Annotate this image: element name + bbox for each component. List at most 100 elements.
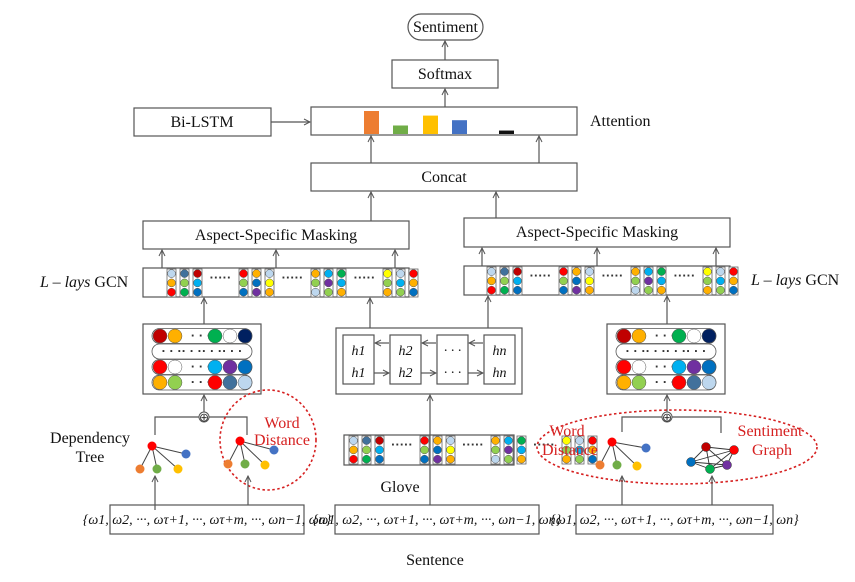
word-distance-right-label-2: Distance bbox=[542, 442, 598, 459]
sentence-input-left-text: {ω1, ω2, ···, ωτ+1, ···, ωτ+m, ···, ωn−1… bbox=[83, 513, 332, 528]
word-distance-right-label-1: Word bbox=[549, 423, 584, 440]
embedding-unit bbox=[631, 276, 640, 286]
embedding-unit bbox=[396, 269, 405, 278]
attention-bar-1 bbox=[364, 111, 379, 134]
matrix-ellipsis: · · · bbox=[655, 359, 675, 374]
embedding-unit bbox=[562, 436, 571, 445]
embedding-unit bbox=[513, 276, 522, 286]
matrix-cell bbox=[686, 375, 702, 390]
embedding-unit bbox=[409, 269, 418, 278]
matrix-cell bbox=[616, 359, 632, 375]
embedding-unit bbox=[337, 278, 346, 288]
embedding-unit bbox=[644, 285, 653, 295]
embedding-unit bbox=[729, 276, 738, 286]
embedding-unit bbox=[575, 436, 584, 445]
embedding-unit bbox=[265, 287, 274, 297]
bilstm-box: Bi-LSTM bbox=[133, 107, 272, 137]
embedding-unit bbox=[517, 454, 526, 464]
attention-bar-2 bbox=[393, 125, 408, 134]
word-distance-left-graph bbox=[223, 436, 279, 470]
tree-leaf-node bbox=[223, 459, 233, 469]
embedding-unit bbox=[716, 285, 725, 295]
embedding-unit bbox=[504, 454, 513, 464]
embedding-unit bbox=[517, 436, 526, 445]
embedding-unit bbox=[337, 287, 346, 297]
embedding-unit bbox=[383, 278, 392, 288]
embedding-unit bbox=[375, 454, 384, 464]
embedding-unit bbox=[729, 267, 738, 276]
hidden-backward: · · · bbox=[444, 366, 462, 381]
embedding-unit bbox=[491, 436, 500, 445]
hidden-cell-box bbox=[342, 334, 375, 385]
attention-bar-4 bbox=[452, 120, 467, 134]
embedding-unit bbox=[657, 267, 666, 276]
embedding-unit bbox=[517, 445, 526, 455]
dependency-tree-label-1: Dependency bbox=[50, 430, 130, 447]
embedding-unit bbox=[703, 276, 712, 286]
embedding-unit bbox=[716, 267, 725, 276]
matrix-cell bbox=[222, 328, 238, 344]
embedding-unit bbox=[631, 267, 640, 276]
gcn-left-label-normal: GCN bbox=[90, 274, 128, 291]
gcn-left-embeddings: ··············· bbox=[166, 268, 419, 298]
matrix-ellipsis: · · · bbox=[191, 375, 211, 390]
sentence-input-right-text: {ω1, ω2, ···, ωτ+1, ···, ωτ+m, ···, ωn−1… bbox=[550, 513, 799, 528]
dependency-tree-label-2: Tree bbox=[76, 449, 105, 466]
hidden-cell-box bbox=[389, 334, 422, 385]
embedding-unit bbox=[491, 445, 500, 455]
embedding-unit bbox=[588, 445, 597, 455]
embedding-unit bbox=[420, 436, 429, 445]
tree-root-node bbox=[235, 436, 245, 446]
embedding-unit bbox=[588, 436, 597, 445]
embedding-unit bbox=[349, 436, 358, 445]
attention-box bbox=[310, 106, 578, 136]
gcn-right-label-normal: GCN bbox=[801, 272, 839, 289]
sentiment-graph bbox=[686, 442, 739, 474]
embedding-unit bbox=[324, 278, 333, 288]
graph-node bbox=[701, 442, 711, 452]
embedding-unit bbox=[631, 285, 640, 295]
gcn-right-label-italic: L – lays bbox=[750, 272, 801, 289]
embedding-unit bbox=[324, 269, 333, 278]
matrix-ellipsis: · · · bbox=[191, 328, 211, 343]
matrix-row-dots: · · ·· · ·· · ·· · · bbox=[626, 344, 707, 359]
embedding-unit bbox=[500, 267, 509, 276]
hidden-forward: h2 bbox=[399, 344, 413, 359]
embedding-unit bbox=[396, 278, 405, 288]
tree-leaf-node bbox=[641, 443, 651, 453]
embedding-unit bbox=[487, 267, 496, 276]
tree-leaf-node bbox=[269, 445, 279, 455]
tree-leaf-node bbox=[181, 449, 191, 459]
embedding-unit bbox=[657, 276, 666, 286]
ellipsis-dots: ····· bbox=[674, 268, 696, 283]
embedding-unit bbox=[193, 269, 202, 278]
ellipsis-dots: ····· bbox=[530, 268, 552, 283]
concat-box: Concat bbox=[310, 162, 578, 192]
ellipsis-dots: ····· bbox=[462, 437, 484, 452]
hidden-forward: · · · bbox=[444, 344, 462, 359]
ellipsis-dots: ····· bbox=[602, 268, 624, 283]
matrix-cell bbox=[237, 328, 253, 344]
embedding-unit bbox=[703, 267, 712, 276]
aspect-masking-left-label: Aspect-Specific Masking bbox=[195, 227, 357, 244]
attention-bar-5 bbox=[499, 130, 514, 134]
hidden-backward: h2 bbox=[399, 366, 413, 381]
ellipsis-dots: ····· bbox=[533, 437, 555, 452]
embedding-unit bbox=[644, 267, 653, 276]
matrix-cell bbox=[631, 328, 647, 344]
gcn-right-label: L – lays GCN bbox=[750, 272, 840, 289]
matrix-cell bbox=[631, 359, 647, 375]
tree-leaf-node bbox=[173, 464, 183, 474]
embedding-unit bbox=[575, 454, 584, 464]
embedding-unit bbox=[446, 445, 455, 455]
sentence-input-middle-text: {ω1, ω2, ···, ωτ+1, ···, ωτ+m, ···, ωn−1… bbox=[313, 513, 562, 528]
gcn-right-embeddings: ····· ····· ····· bbox=[486, 266, 739, 296]
embedding-unit bbox=[252, 269, 261, 278]
embedding-unit bbox=[193, 287, 202, 297]
embedding-unit bbox=[180, 287, 189, 297]
softmax-label: Softmax bbox=[418, 66, 472, 83]
hidden-backward: h1 bbox=[352, 366, 366, 381]
